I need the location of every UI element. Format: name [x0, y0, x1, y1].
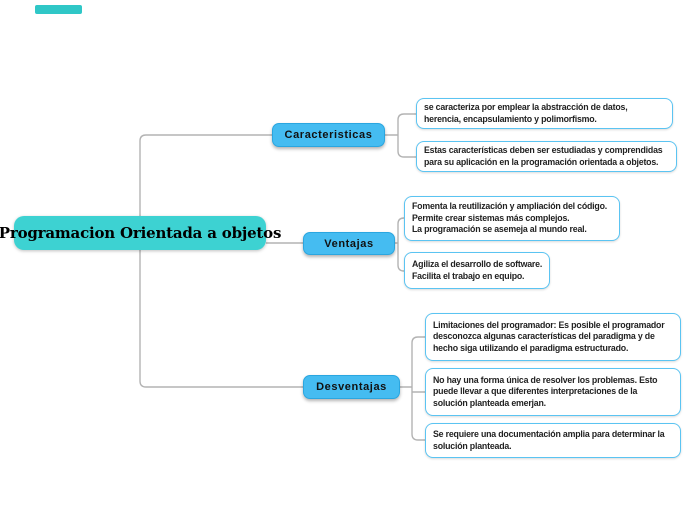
branch-label-ventajas: Ventajas	[324, 237, 374, 250]
note-line: para su aplicación en la programación or…	[424, 156, 659, 167]
connector-caracteristicas-notes	[385, 113, 416, 158]
note-card-desventajas-3[interactable]: Se requiere una documentación amplia par…	[425, 423, 681, 458]
branch-label-caracteristicas: Caracteristicas	[284, 129, 373, 141]
note-line: La programación se asemeja al mundo real…	[412, 224, 587, 235]
note-line: Limitaciones del programador: Es posible…	[433, 319, 665, 330]
note-line: solución planteada.	[433, 440, 512, 451]
note-card-caracteristicas-1[interactable]: se caracteriza por emplear la abstracció…	[416, 98, 673, 129]
connector-desventajas-notes	[400, 336, 425, 441]
root-node-label: Programacion Orientada a objetos	[0, 224, 282, 242]
note-line: Facilita el trabajo en equipo.	[412, 270, 525, 281]
note-line: solución planteada emerjan.	[433, 397, 546, 408]
branch-node-desventajas[interactable]: Desventajas	[303, 375, 400, 399]
branch-node-caracteristicas[interactable]: Caracteristicas	[272, 123, 385, 147]
connector-root-desventajas	[139, 250, 303, 388]
branch-label-desventajas: Desventajas	[316, 381, 387, 393]
note-line: hecho siga utilizando el paradigma estru…	[433, 342, 629, 353]
connector-ventajas-notes	[395, 217, 405, 272]
note-line: Estas características deben ser estudiad…	[424, 145, 663, 155]
branch-node-ventajas[interactable]: Ventajas	[303, 232, 395, 255]
note-card-caracteristicas-2[interactable]: Estas características deben ser estudiad…	[416, 141, 677, 172]
note-line: Fomenta la reutilización y ampliación de…	[412, 201, 608, 212]
note-line: desconozca algunas características del p…	[433, 331, 655, 342]
note-card-ventajas-1[interactable]: Fomenta la reutilización y ampliación de…	[404, 196, 620, 241]
note-line: Se requiere una documentación amplia par…	[433, 429, 665, 439]
note-line: No hay una forma única de resolver los p…	[433, 374, 658, 385]
clipped-node-fragment[interactable]	[35, 5, 82, 14]
note-line: herencia, encapsulamiento y polimorfismo…	[424, 113, 597, 124]
note-line: Agiliza el desarrollo de software.	[412, 259, 543, 269]
note-card-desventajas-2[interactable]: No hay una forma única de resolver los p…	[425, 368, 681, 416]
note-line: se caracteriza por emplear la abstracció…	[424, 102, 628, 112]
note-card-ventajas-2[interactable]: Agiliza el desarrollo de software. Facil…	[404, 252, 551, 289]
note-line: Permite crear sistemas más complejos.	[412, 212, 570, 223]
root-node[interactable]: Programacion Orientada a objetos	[0, 216, 281, 250]
connector-root-caracteristicas	[139, 134, 272, 216]
note-line: puede llevar a que diferentes interpreta…	[433, 386, 638, 397]
note-card-desventajas-1[interactable]: Limitaciones del programador: Es posible…	[425, 313, 681, 361]
